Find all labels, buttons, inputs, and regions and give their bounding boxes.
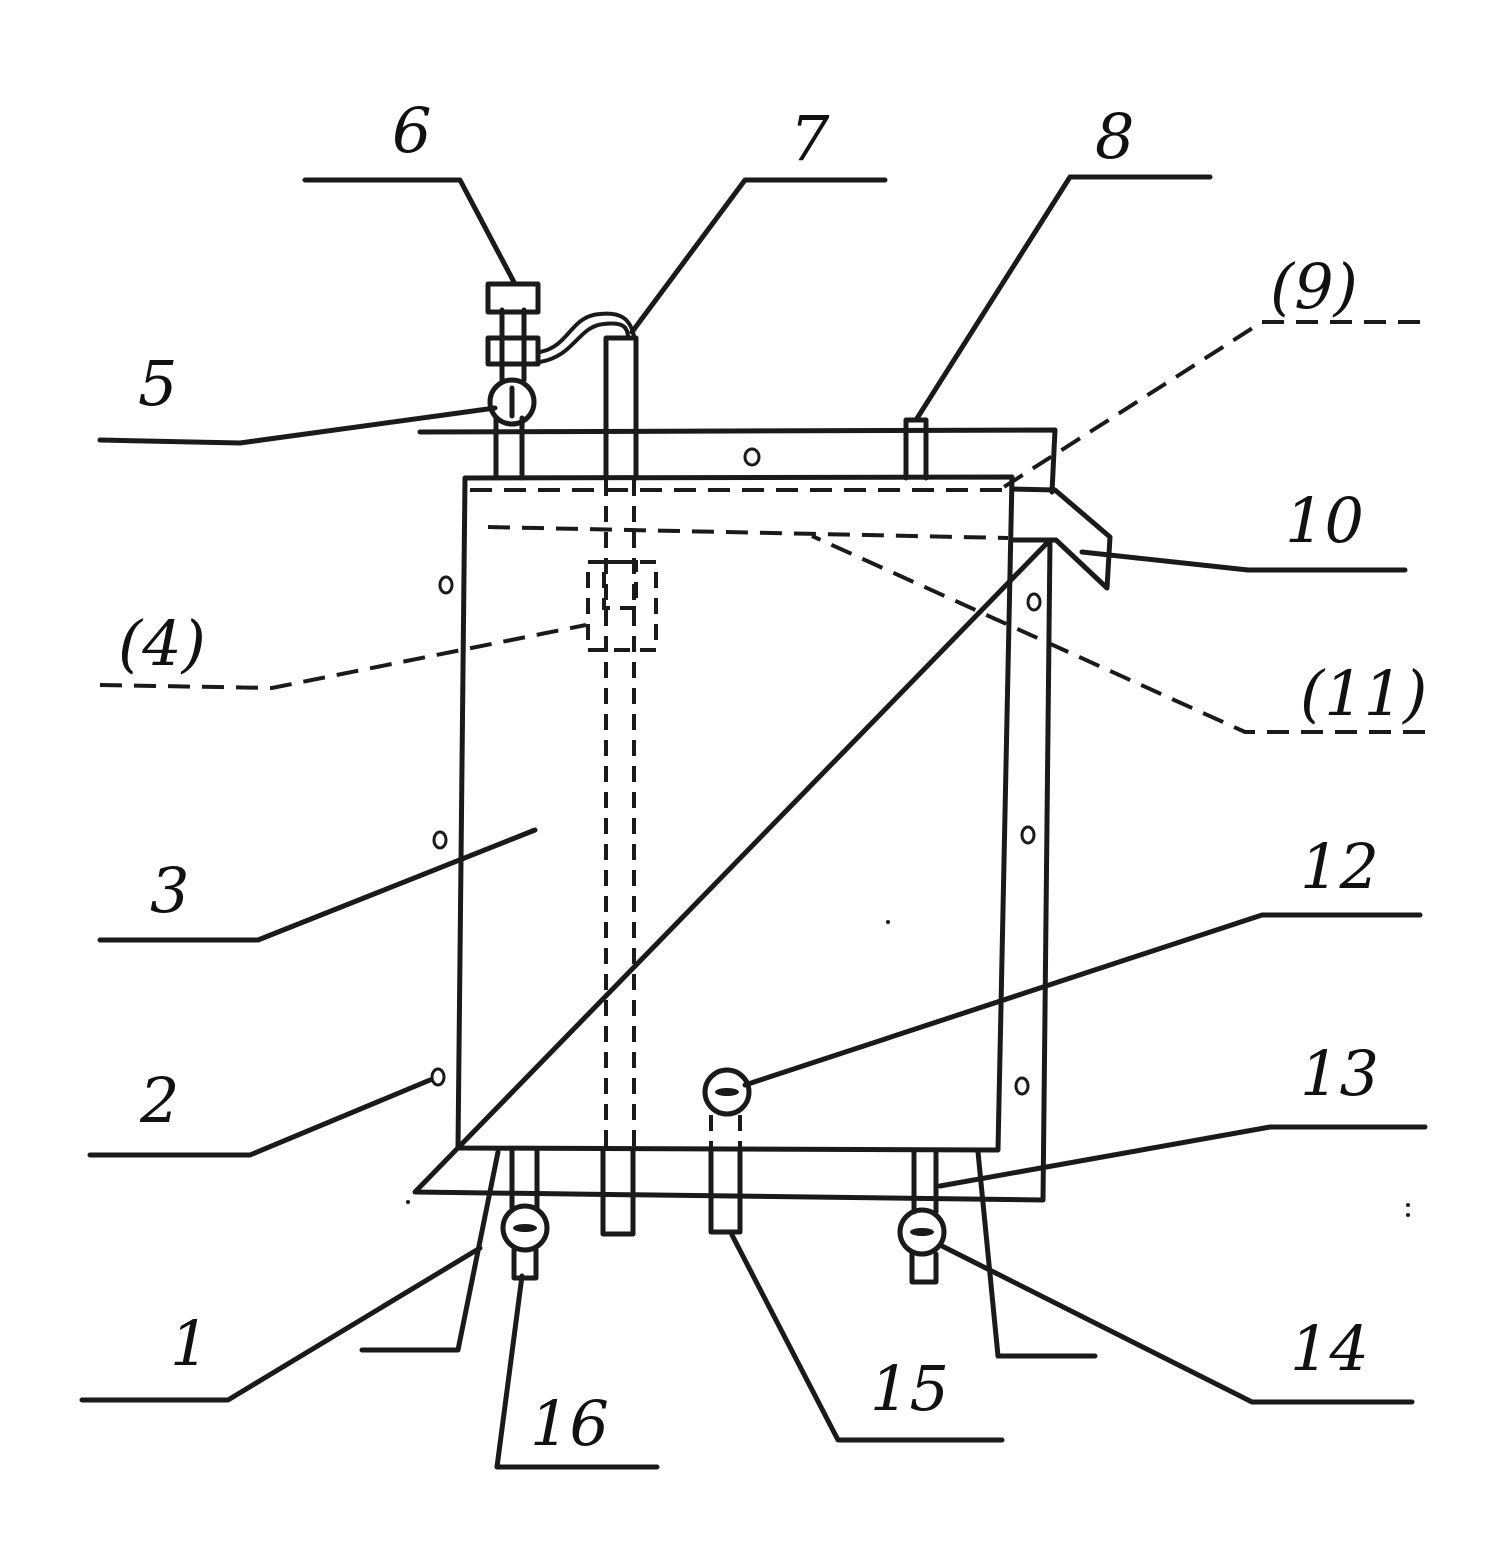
bottom-right-outlet [909,1251,939,1285]
frame-hole-top [743,447,761,467]
overflow-spout [1009,486,1113,591]
leader-11 [811,534,1425,734]
leader-16 [494,1273,660,1470]
label-7: 7 [790,102,830,175]
label-8: 8 [1095,100,1134,173]
valve-12 [702,1067,752,1117]
central-pipe-bottom [600,1147,636,1237]
label-15: 15 [870,1352,949,1425]
heater-element-core [602,560,638,610]
label-13: 13 [1300,1037,1379,1110]
frame-hole-left-3 [430,1067,446,1087]
valve-14 [897,1207,947,1257]
sensor-6-stem [499,307,527,383]
label-2: 2 [139,1064,179,1137]
stray-dot-2 [1406,1203,1410,1207]
central-pipe-top [603,335,639,481]
sensor-6-upper [485,281,541,315]
leader-3 [97,827,538,943]
leader-9 [994,320,1420,494]
heater-element [586,560,658,652]
valve-14-handle [910,1228,934,1236]
leader-10 [1079,549,1408,573]
leader-5 [97,405,498,446]
outer-frame [412,427,1058,1203]
label-1: 1 [170,1307,209,1380]
label-6: 6 [392,94,431,167]
stray-dot-1 [406,1200,410,1204]
leader-15 [729,1232,1005,1443]
leader-8 [913,174,1213,423]
frame-hole-right-1 [1026,592,1042,612]
inner-tank [455,474,1015,1153]
label-14: 14 [1290,1312,1369,1385]
bottom-left-outlet [511,1247,539,1281]
leader-14 [937,1242,1415,1405]
label-16: 16 [530,1387,609,1460]
valve-16 [500,1203,550,1253]
bottom-right-pipe [911,1147,939,1215]
leader-6 [302,177,518,287]
wire [538,311,636,354]
leader-13 [937,1124,1428,1189]
sensor-6-lower [485,335,541,367]
leader-12 [742,912,1423,1088]
label-11: (11) [1300,657,1427,730]
label-10: 10 [1285,484,1364,557]
wire-2 [538,321,630,364]
valve-16-handle [513,1224,537,1232]
leader-2 [87,1077,433,1158]
stray-dot-3 [1406,1213,1410,1217]
bottom-left-pipe [509,1147,540,1211]
leg-left [359,1149,501,1353]
label-4: (4) [118,607,206,680]
frame-hole-left-2 [432,830,448,850]
leader-4 [99,623,587,691]
label-3: 3 [150,854,189,927]
leg-right [975,1149,1098,1359]
bottom-pipe-15 [708,1147,743,1235]
valve-12-handle [715,1088,739,1096]
leader-1 [79,1245,483,1403]
top-left-pipe [493,415,525,481]
label-12: 12 [1300,830,1379,903]
label-5: 5 [138,347,177,420]
stray-dot-4 [886,920,890,924]
frame-hole-right-2 [1020,825,1036,845]
leader-7 [629,177,888,335]
valve-5 [487,377,537,427]
level-dashed-line [487,525,1009,540]
label-9: (9) [1270,250,1358,323]
frame-hole-right-3 [1014,1076,1030,1096]
frame-hole-left-1 [438,575,454,595]
